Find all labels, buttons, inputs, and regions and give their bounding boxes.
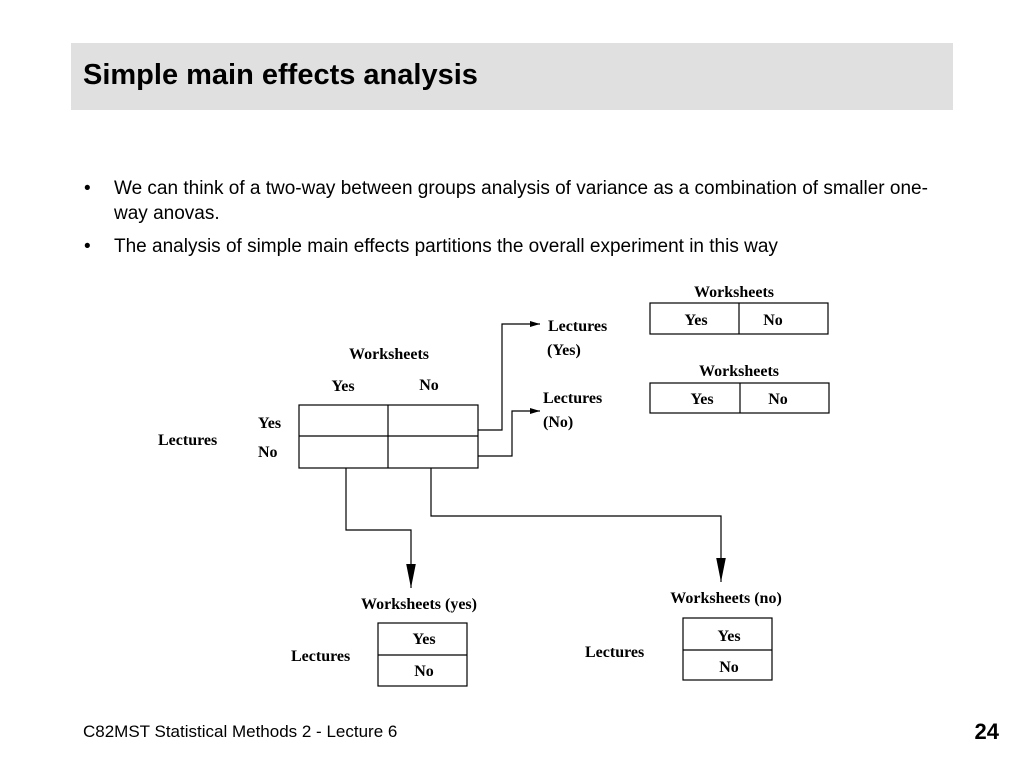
lectures-yes-label: Lectures: [548, 318, 607, 335]
main-table-row-header: Lectures: [158, 432, 217, 449]
arrow-to-worksheets-yes: [345, 468, 416, 588]
lectures-no-label-paren: (No): [543, 414, 573, 431]
arrow-to-lectures-yes: [478, 321, 540, 431]
lectures-no-table-header: Worksheets: [699, 363, 779, 380]
main-table-column-header: Worksheets: [349, 346, 429, 363]
bullet-dot: •: [84, 178, 91, 199]
bullet-text: The analysis of simple main effects part…: [114, 236, 778, 257]
bullet-list: • We can think of a two-way between grou…: [84, 176, 944, 267]
main-table-col-no: No: [419, 377, 439, 394]
lectures-yes-col-no: No: [763, 312, 783, 329]
worksheets-no-row-no: No: [719, 659, 739, 676]
worksheets-yes-row-no: No: [414, 663, 434, 680]
lectures-yes-col-yes: Yes: [684, 312, 707, 329]
footer-text: C82MST Statistical Methods 2 - Lecture 6: [83, 722, 398, 741]
worksheets-no-row-label: Lectures: [585, 644, 644, 661]
lectures-yes-table-header: Worksheets: [694, 284, 774, 301]
lectures-no-col-yes: Yes: [690, 391, 713, 408]
lectures-no-label: Lectures: [543, 390, 602, 407]
arrow-to-worksheets-no: [430, 468, 726, 582]
main-table-row-no: No: [258, 444, 278, 461]
arrow-to-lectures-no: [478, 408, 540, 457]
bullet-item: • The analysis of simple main effects pa…: [84, 234, 944, 259]
bullet-dot: •: [84, 236, 91, 257]
lectures-yes-label-paren: (Yes): [547, 342, 581, 359]
lectures-no-group: Lectures (No) Worksheets Yes No: [543, 363, 830, 431]
page-number: 24: [974, 719, 999, 744]
worksheets-no-header: Worksheets (no): [670, 590, 782, 607]
worksheets-no-row-yes: Yes: [717, 628, 740, 645]
slide-title: Simple main effects analysis: [83, 59, 478, 91]
main-table: Worksheets Yes No Lectures Yes No: [158, 346, 479, 469]
worksheets-yes-header: Worksheets (yes): [361, 596, 477, 613]
bullet-item: • We can think of a two-way between grou…: [84, 176, 944, 226]
bullet-text: We can think of a two-way between groups…: [114, 178, 928, 224]
main-table-col-yes: Yes: [331, 378, 354, 395]
worksheets-yes-row-label: Lectures: [291, 648, 350, 665]
lectures-yes-group: Lectures (Yes) Worksheets Yes No: [547, 284, 829, 359]
worksheets-no-table: [682, 617, 773, 681]
worksheets-yes-row-yes: Yes: [412, 631, 435, 648]
title-bar: Simple main effects analysis: [71, 43, 953, 110]
lectures-no-col-no: No: [768, 391, 788, 408]
worksheets-yes-group: Worksheets (yes) Lectures Yes No: [291, 596, 477, 687]
worksheets-no-group: Worksheets (no) Lectures Yes No: [585, 590, 782, 681]
main-table-row-yes: Yes: [258, 415, 281, 432]
